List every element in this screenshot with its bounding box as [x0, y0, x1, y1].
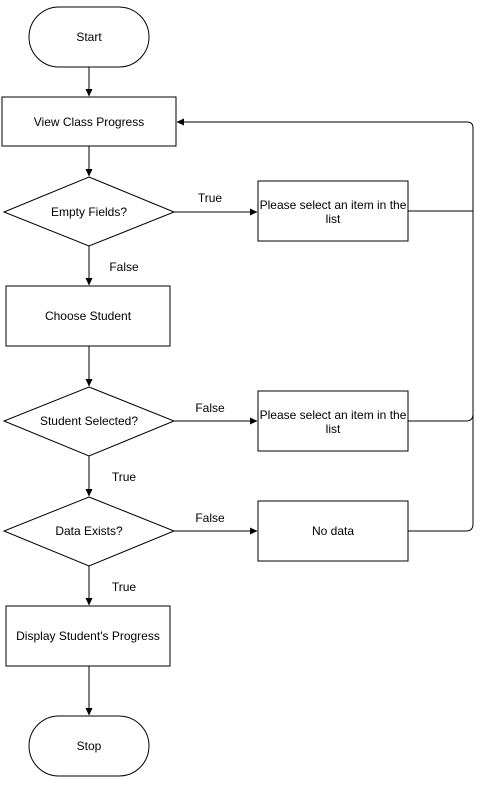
- data-exists-label: Data Exists?: [55, 524, 123, 538]
- choose-student-label: Choose Student: [45, 309, 132, 323]
- no-data-label: No data: [312, 524, 354, 538]
- start-label: Start: [76, 30, 102, 44]
- edge-message2-return: [176, 118, 474, 422]
- edge-nodata-return: [408, 414, 474, 532]
- student-selected-label: Student Selected?: [40, 414, 138, 428]
- select-item-message-2-line2: list: [326, 422, 341, 436]
- edge-label-empty-true: True: [198, 191, 223, 205]
- edge-label-selected-true: True: [112, 470, 137, 484]
- choose-student-node: Choose Student: [5, 285, 171, 347]
- empty-fields-label: Empty Fields?: [51, 205, 127, 219]
- student-selected-decision: Student Selected?: [2, 386, 176, 457]
- display-progress-label: Display Student's Progress: [16, 629, 160, 643]
- edge-label-exists-false: False: [195, 511, 225, 525]
- view-class-progress-label: View Class Progress: [34, 115, 144, 129]
- start-node: Start: [28, 6, 150, 68]
- stop-label: Stop: [77, 739, 102, 753]
- display-progress-node: Display Student's Progress: [5, 605, 171, 667]
- view-class-progress-node: View Class Progress: [1, 96, 177, 147]
- data-exists-decision: Data Exists?: [2, 496, 176, 567]
- edge-label-exists-true: True: [112, 580, 137, 594]
- select-item-message-2: Please select an item in the list: [257, 390, 409, 452]
- empty-fields-decision: Empty Fields?: [2, 176, 176, 247]
- edge-label-empty-false: False: [109, 260, 139, 274]
- edge-label-selected-false: False: [195, 401, 225, 415]
- select-item-message-1-line1: Please select an item in the: [260, 198, 407, 212]
- select-item-message-1-line2: list: [326, 212, 341, 226]
- select-item-message-2-line1: Please select an item in the: [260, 408, 407, 422]
- stop-node: Stop: [28, 715, 150, 777]
- no-data-message: No data: [257, 500, 409, 562]
- select-item-message-1: Please select an item in the list: [257, 180, 409, 242]
